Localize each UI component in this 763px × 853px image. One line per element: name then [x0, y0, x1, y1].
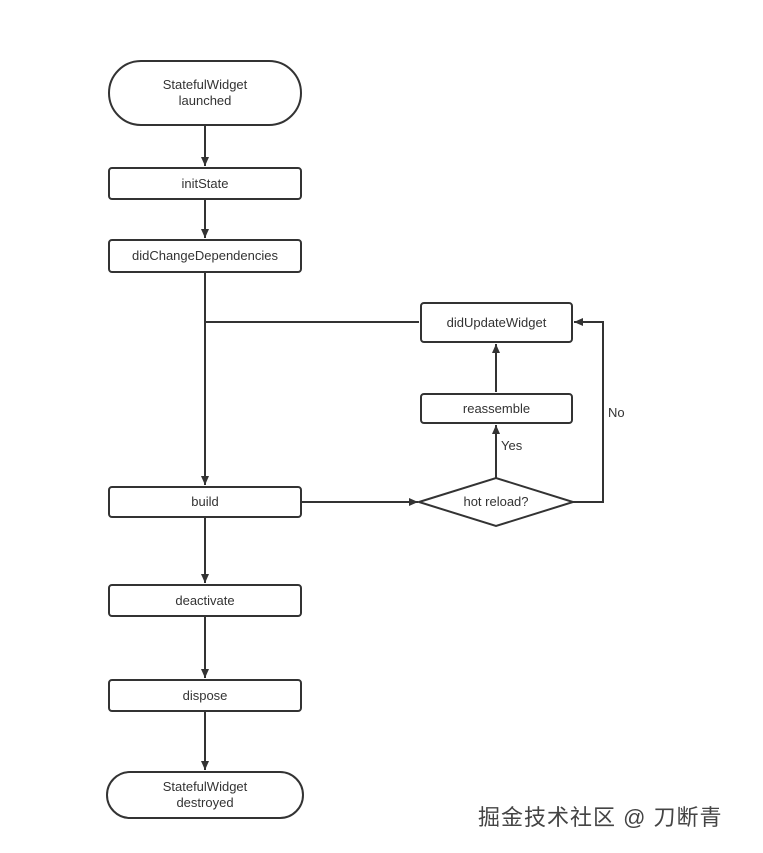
deactivate-node: deactivate — [108, 584, 302, 617]
reassemble-node: reassemble — [420, 393, 573, 424]
end-node: StatefulWidget destroyed — [106, 771, 304, 819]
didupdatewidget-node: didUpdateWidget — [420, 302, 573, 343]
end-node-line2: destroyed — [176, 795, 234, 810]
hot-reload-decision-shape — [415, 476, 577, 528]
watermark-text: 掘金技术社区 @ 刀断青 — [478, 805, 723, 830]
didchangedependencies-node: didChangeDependencies — [108, 239, 302, 273]
hot-reload-decision-label: hot reload? — [463, 494, 529, 509]
initstate-node: initState — [108, 167, 302, 200]
edge-hotreload-no-to-didupdate — [573, 318, 604, 503]
dispose-node: dispose — [108, 679, 302, 712]
no-edge-label: No — [608, 405, 625, 420]
start-node-line2: launched — [178, 93, 232, 108]
end-node-line1: StatefulWidget — [162, 779, 248, 794]
build-node: build — [108, 486, 302, 518]
start-node-line1: StatefulWidget — [162, 77, 248, 92]
start-node: StatefulWidget launched — [108, 60, 302, 126]
yes-edge-label: Yes — [501, 438, 523, 453]
